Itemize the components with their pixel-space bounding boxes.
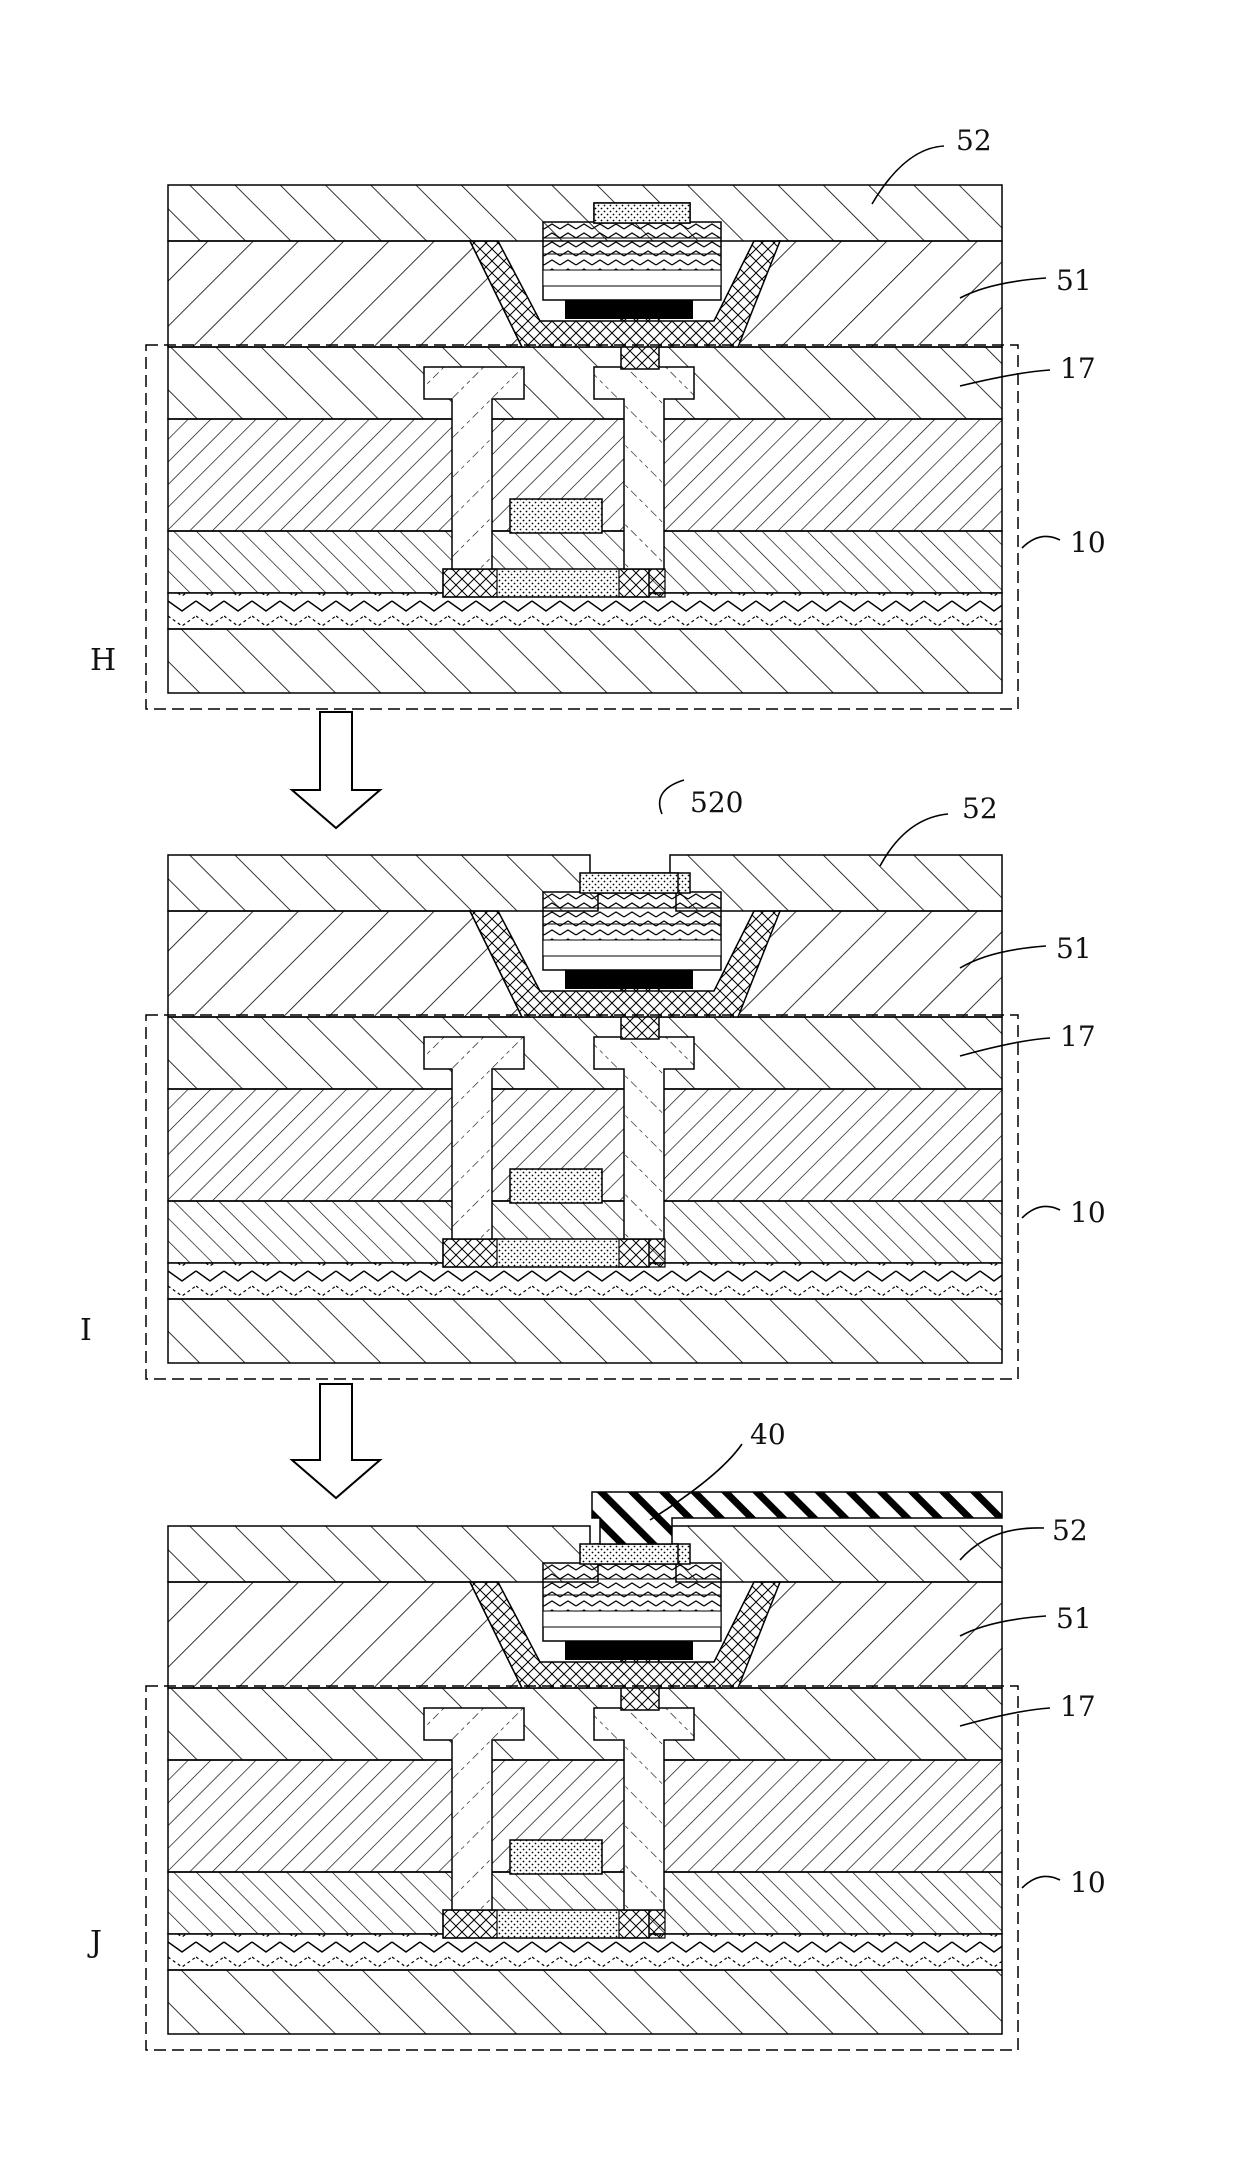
down-arrow-icon [292, 712, 380, 828]
overcoat-layer [168, 185, 1002, 241]
label-52: 52 [962, 792, 998, 825]
label-51: 51 [1056, 932, 1092, 965]
label-51: 51 [1056, 264, 1092, 297]
label-17: 17 [1060, 1690, 1096, 1723]
label-10: 10 [1070, 526, 1106, 559]
label-52: 52 [956, 124, 992, 157]
cap-redraw [580, 873, 678, 893]
step-label-h: H [90, 643, 116, 678]
label-10: 10 [1070, 1866, 1106, 1899]
label-52: 52 [1052, 1514, 1088, 1547]
overcoat-layer-right [670, 1526, 1002, 1582]
label-17: 17 [1060, 352, 1096, 385]
label-40: 40 [750, 1418, 786, 1451]
overcoat-layer [168, 855, 598, 911]
label-51: 51 [1056, 1602, 1092, 1635]
panel-j [146, 1492, 1018, 2050]
down-arrow-icon [292, 1384, 380, 1498]
step-label-j: J [87, 1925, 102, 1960]
label-10: 10 [1070, 1196, 1106, 1229]
overcoat-layer-right [670, 855, 1002, 911]
overcoat-layer [168, 1526, 598, 1582]
step-label-i: I [80, 1313, 92, 1348]
label-520: 520 [690, 786, 743, 819]
panel-h [146, 185, 1018, 709]
cap-redraw [594, 203, 690, 223]
cap-redraw [580, 1544, 678, 1564]
panel-i [146, 855, 1018, 1379]
label-17: 17 [1060, 1020, 1096, 1053]
